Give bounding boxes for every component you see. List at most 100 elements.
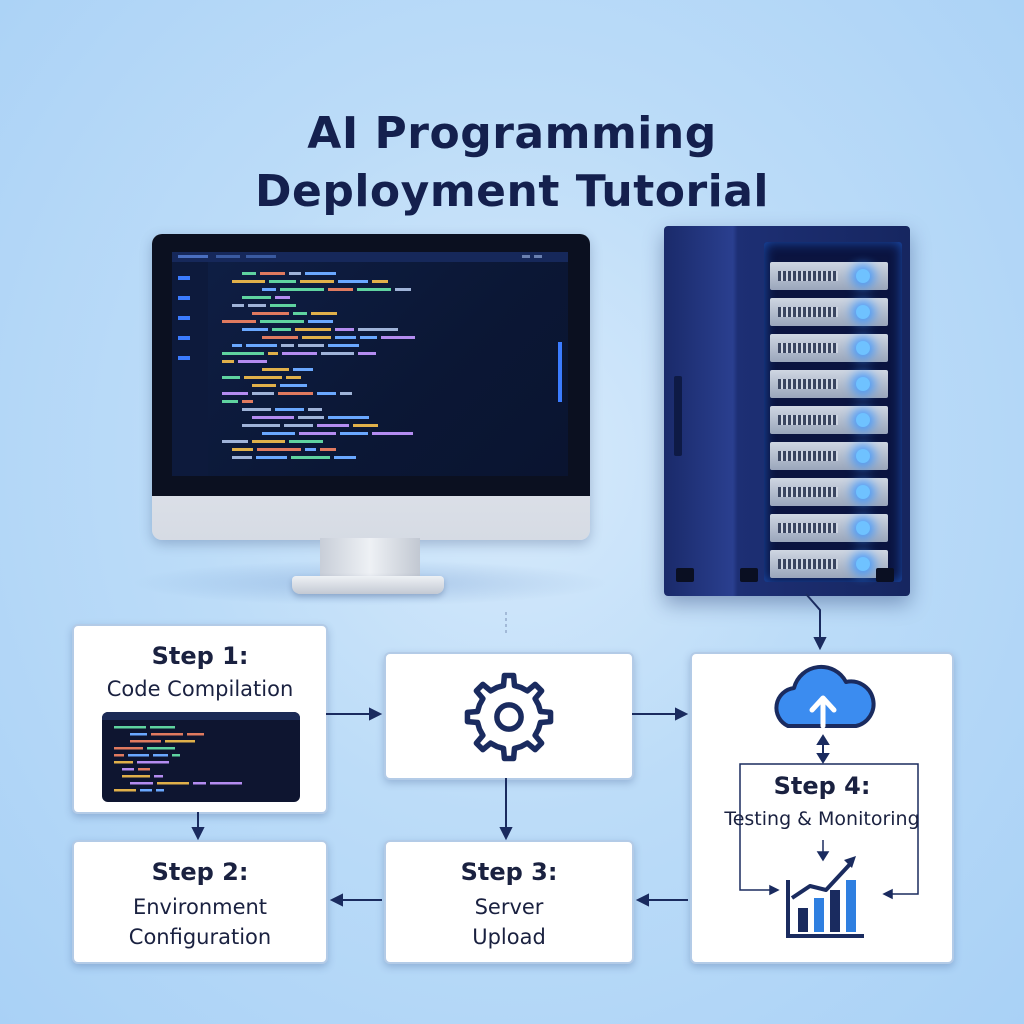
status-led-icon xyxy=(856,341,870,355)
code-line-segment xyxy=(156,789,164,792)
code-line-segment xyxy=(328,416,369,419)
code-line-segment xyxy=(232,304,244,307)
step-2-line-1: Environment xyxy=(132,895,268,919)
code-line-segment xyxy=(280,384,307,387)
server-blade xyxy=(770,442,888,470)
code-line-segment xyxy=(193,782,206,785)
code-line-segment xyxy=(357,288,391,291)
code-line-segment xyxy=(252,312,289,315)
code-line-segment xyxy=(114,761,133,764)
code-line-segment xyxy=(328,288,353,291)
step-2-label: Step 2: xyxy=(151,858,249,886)
code-line-segment xyxy=(222,376,240,379)
code-line-segment xyxy=(360,336,377,339)
bar-chart-icon xyxy=(786,856,864,938)
monitoring-loop xyxy=(739,763,919,900)
server-blade xyxy=(770,550,888,578)
cloud-upload-icon xyxy=(774,664,876,729)
code-line-segment xyxy=(256,456,287,459)
code-line-segment xyxy=(270,304,296,307)
code-line-segment xyxy=(291,456,330,459)
code-line-segment xyxy=(252,416,294,419)
blade-vent xyxy=(778,487,838,497)
arrow-head xyxy=(675,707,689,721)
blade-vent xyxy=(778,343,838,353)
code-line-segment xyxy=(260,272,285,275)
code-line-segment xyxy=(252,440,285,443)
step-1-text: Code Compilation xyxy=(106,677,294,701)
code-line-segment xyxy=(262,336,298,339)
code-line-segment xyxy=(289,440,323,443)
arrow-head xyxy=(329,893,343,907)
server-tower xyxy=(664,226,910,596)
code-line-segment xyxy=(114,726,146,729)
code-line-segment xyxy=(242,408,271,411)
status-led-icon xyxy=(856,485,870,499)
code-line-segment xyxy=(151,733,183,736)
blade-vent xyxy=(778,451,838,461)
code-line-segment xyxy=(321,352,354,355)
arrow-head xyxy=(499,827,513,841)
code-line-segment xyxy=(262,368,289,371)
code-line-segment xyxy=(147,747,175,750)
blade-vent xyxy=(778,271,838,281)
code-line-segment xyxy=(232,344,242,347)
code-line-segment xyxy=(289,272,301,275)
step-4-box: Step 4: Testing & Monitoring xyxy=(690,652,954,964)
computer-monitor xyxy=(152,234,590,540)
code-line-segment xyxy=(269,280,296,283)
code-line-segment xyxy=(222,320,256,323)
code-line-segment xyxy=(340,432,368,435)
code-line-segment xyxy=(293,312,307,315)
step-2-box: Step 2: Environment Configuration xyxy=(72,840,328,964)
step-3-box: Step 3: Server Upload xyxy=(384,840,634,964)
code-editor-illustration xyxy=(172,252,568,476)
monitor-bezel xyxy=(152,234,590,496)
server-side-panel xyxy=(674,376,682,456)
code-line-segment xyxy=(262,432,295,435)
code-line-segment xyxy=(232,456,252,459)
status-led-icon xyxy=(856,305,870,319)
blade-vent xyxy=(778,559,838,569)
server-blade xyxy=(770,406,888,434)
code-line-segment xyxy=(320,448,336,451)
code-line-segment xyxy=(222,360,234,363)
blade-vent xyxy=(778,379,838,389)
code-line-segment xyxy=(272,328,291,331)
code-line-segment xyxy=(317,424,349,427)
arrow-server-to-step4 xyxy=(805,593,821,640)
code-line-segment xyxy=(114,754,124,757)
status-led-icon xyxy=(856,521,870,535)
server-blade xyxy=(770,370,888,398)
code-line-segment xyxy=(222,392,248,395)
code-line-segment xyxy=(130,740,161,743)
code-line-segment xyxy=(335,336,356,339)
code-line-segment xyxy=(242,328,268,331)
title-line-1: AI Programming xyxy=(307,108,717,160)
code-line-segment xyxy=(165,740,195,743)
code-window-icon xyxy=(102,712,300,802)
server-blade xyxy=(770,478,888,506)
code-line-segment xyxy=(130,782,153,785)
code-line-segment xyxy=(308,408,322,411)
step-4-text: Testing & Monitoring xyxy=(724,808,920,830)
monitor-stand-neck xyxy=(320,538,420,580)
code-line-segment xyxy=(138,768,150,771)
code-line-segment xyxy=(242,296,271,299)
status-led-icon xyxy=(856,269,870,283)
code-line-segment xyxy=(284,424,313,427)
code-line-segment xyxy=(353,424,378,427)
server-blade xyxy=(770,298,888,326)
code-line-segment xyxy=(140,789,152,792)
code-line-segment xyxy=(334,456,356,459)
code-line-segment xyxy=(328,344,359,347)
code-line-segment xyxy=(295,328,331,331)
code-line-segment xyxy=(114,789,136,792)
step-2-line-2: Configuration xyxy=(128,925,272,949)
code-line-segment xyxy=(275,408,304,411)
step-1-label: Step 1: xyxy=(151,642,249,670)
code-line-segment xyxy=(305,448,316,451)
code-line-segment xyxy=(338,280,368,283)
code-line-segment xyxy=(114,747,143,750)
